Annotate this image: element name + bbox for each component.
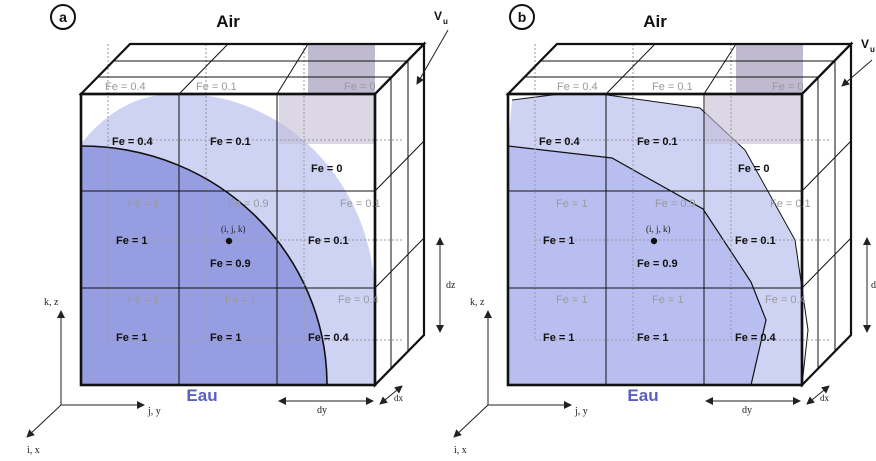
back-cell-label: Fe = 0.1 bbox=[770, 198, 811, 210]
back-cell-label: Fe = 1 bbox=[556, 294, 588, 306]
panel-b-vu-back bbox=[736, 44, 803, 94]
panel-a-vu-label: V bbox=[434, 9, 442, 23]
back-cell-label: Fe = 1 bbox=[128, 198, 160, 210]
front-cell-label: Fe = 0.1 bbox=[210, 136, 251, 148]
panel-b-x-axis bbox=[453, 404, 489, 438]
panel-a-dz-label: dz bbox=[446, 280, 456, 291]
panel-b-center-point bbox=[650, 237, 658, 245]
front-cell-label: Fe = 1 bbox=[543, 332, 575, 344]
panel-a-dx-label: dx bbox=[394, 393, 404, 403]
panel-a-front-grid bbox=[81, 94, 375, 385]
front-cell-label: Fe = 0.9 bbox=[637, 258, 678, 270]
front-cell-label: Fe = 0.1 bbox=[308, 235, 349, 247]
panel-b-z-axis-label: k, z bbox=[470, 297, 485, 308]
back-cell-label: Fe = 0.9 bbox=[228, 198, 269, 210]
panel-b-x-axis-label: i, x bbox=[454, 445, 467, 456]
panel-a-center-label: (i, j, k) bbox=[221, 224, 246, 234]
panel-b-dx-label: dx bbox=[820, 393, 830, 403]
panel-a-x-axis-label: i, x bbox=[27, 445, 40, 456]
panel-b-y-axis-label: j, y bbox=[574, 406, 588, 417]
panel-a-water-front bbox=[81, 146, 327, 385]
panel-b-dx-arrow bbox=[806, 385, 830, 405]
panel-a-eau-label: Eau bbox=[186, 386, 217, 405]
back-cell-label: Fe = 0.1 bbox=[196, 81, 237, 93]
panel-b-front-grid bbox=[508, 94, 802, 385]
panel-b-front-face bbox=[506, 92, 804, 387]
back-cell-label: Fe = 0.1 bbox=[652, 81, 693, 93]
back-cell-label: Fe = 0.1 bbox=[340, 198, 381, 210]
panel-b-dz-label: d bbox=[871, 280, 876, 291]
panel-a-back-labels: Fe = 0.4 Fe = 0.1 Fe = 0 Fe = 1 Fe = 0.9… bbox=[105, 81, 381, 306]
back-cell-label: Fe = 0.4 bbox=[105, 81, 146, 93]
panel-b-center-label: (i, j, k) bbox=[646, 224, 671, 234]
panel-a: a Air bbox=[26, 4, 456, 456]
front-cell-label: Fe = 1 bbox=[637, 332, 669, 344]
panel-b-front-labels: Fe = 0.4 Fe = 0.1 Fe = 0 Fe = 1 Fe = 0.9… bbox=[539, 136, 777, 344]
panel-a-vu-front bbox=[279, 94, 375, 144]
panel-a-vu-arrow bbox=[416, 29, 449, 85]
panel-b-badge: b bbox=[518, 9, 527, 25]
front-cell-label: Fe = 1 bbox=[543, 235, 575, 247]
panel-a-x-axis bbox=[26, 404, 62, 438]
back-cell-label: Fe = 0.4 bbox=[557, 81, 598, 93]
front-cell-label: Fe = 1 bbox=[116, 235, 148, 247]
panel-b-back-labels: Fe = 0.4 Fe = 0.1 Fe = 0 Fe = 1 Fe = 0.9… bbox=[556, 81, 811, 306]
back-cell-label: Fe = 1 bbox=[225, 294, 257, 306]
panel-a-front-labels: Fe = 0.4 Fe = 0.1 Fe = 0 Fe = 1 Fe = 0.9… bbox=[112, 136, 350, 344]
panel-a-air-label: Air bbox=[216, 12, 240, 31]
front-cell-label: Fe = 1 bbox=[210, 332, 242, 344]
front-cell-label: Fe = 0.1 bbox=[735, 235, 776, 247]
front-cell-label: Fe = 0.4 bbox=[112, 136, 154, 148]
front-cell-label: Fe = 0.4 bbox=[308, 332, 350, 344]
back-cell-label: Fe = 0.4 bbox=[765, 294, 806, 306]
panel-a-z-axis-label: k, z bbox=[44, 297, 59, 308]
panel-a-dx-arrow bbox=[379, 385, 403, 405]
back-cell-label: Fe = 0.4 bbox=[338, 294, 379, 306]
front-cell-label: Fe = 0.1 bbox=[637, 136, 678, 148]
back-cell-label: Fe = 0 bbox=[772, 81, 804, 93]
panel-b-eau-label: Eau bbox=[627, 386, 658, 405]
back-cell-label: Fe = 1 bbox=[128, 294, 160, 306]
panel-b-right-face bbox=[800, 41, 853, 388]
panel-b-vu-arrow bbox=[841, 59, 873, 87]
panel-a-center-point bbox=[225, 237, 233, 245]
panel-b-vu-label: V bbox=[861, 37, 869, 51]
panel-b-water-front bbox=[508, 146, 766, 385]
back-cell-label: Fe = 0.9 bbox=[655, 198, 696, 210]
front-cell-label: Fe = 1 bbox=[116, 332, 148, 344]
front-cell-label: Fe = 0.4 bbox=[539, 136, 581, 148]
back-cell-label: Fe = 1 bbox=[652, 294, 684, 306]
panel-b: b Air bbox=[453, 4, 876, 456]
panel-b-badge-circle bbox=[509, 4, 535, 30]
panel-a-interface bbox=[80, 145, 328, 386]
panel-b-vu-sub: u bbox=[870, 45, 875, 54]
panel-b-air-label: Air bbox=[643, 12, 667, 31]
front-cell-label: Fe = 0 bbox=[738, 163, 770, 175]
panel-a-front-face bbox=[79, 92, 377, 387]
panel-b-interface bbox=[507, 145, 767, 386]
panel-a-vu-sub: u bbox=[443, 17, 448, 26]
panel-a-dy-label: dy bbox=[317, 405, 327, 416]
panel-b-dy-label: dy bbox=[742, 405, 752, 416]
panel-a-badge-circle bbox=[50, 4, 76, 30]
panel-a-y-axis-label: j, y bbox=[147, 406, 161, 417]
front-cell-label: Fe = 0.4 bbox=[735, 332, 777, 344]
panel-a-right-grid bbox=[374, 61, 425, 368]
back-cell-label: Fe = 1 bbox=[556, 198, 588, 210]
panel-a-vu-back bbox=[308, 44, 375, 94]
panel-b-right-grid bbox=[801, 61, 852, 368]
panel-b-vu-front bbox=[705, 94, 803, 144]
front-cell-label: Fe = 0 bbox=[311, 163, 343, 175]
front-cell-label: Fe = 0.9 bbox=[210, 258, 251, 270]
back-cell-label: Fe = 0 bbox=[344, 81, 376, 93]
panel-a-right-face bbox=[373, 41, 426, 388]
panel-a-badge: a bbox=[59, 9, 67, 25]
